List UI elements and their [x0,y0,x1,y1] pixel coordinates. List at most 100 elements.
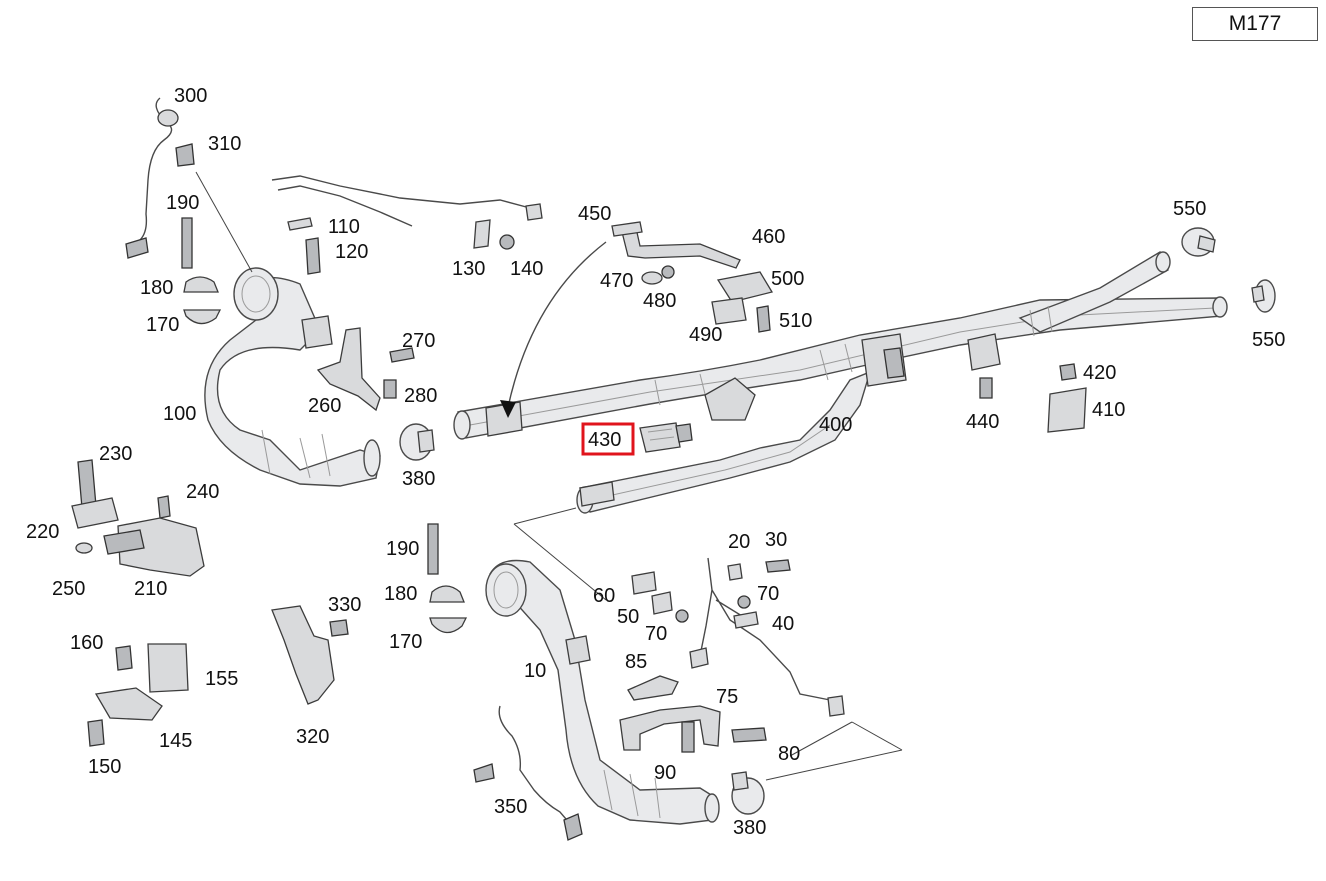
label-50: 50 [617,606,639,628]
bracket-75[interactable] [619,705,721,751]
rear-exhaust-pipe-400[interactable] [453,250,1228,514]
nut-70-right[interactable] [737,595,751,609]
grommet-310[interactable] [175,143,195,167]
front-pipe-100[interactable] [204,267,381,487]
label-180: 180 [140,277,173,299]
label-510: 510 [779,310,812,332]
clamp-550-right[interactable] [1251,279,1276,313]
shield-320[interactable] [271,605,335,705]
clamp-250[interactable] [75,542,93,554]
bracket-130[interactable] [473,219,491,249]
label-410: 410 [1092,399,1125,421]
front-pipe-10[interactable] [485,559,720,825]
bolt-150[interactable] [87,719,105,747]
bolt-160[interactable] [115,645,133,671]
label-220: 220 [26,521,59,543]
part-labels: 300 310 190 180 170 110 120 130 140 270 … [26,85,1285,839]
label-40: 40 [772,613,794,635]
label-180-lower: 180 [384,583,417,605]
label-240: 240 [186,481,219,503]
nut-70-left[interactable] [675,609,689,623]
bolt-30[interactable] [765,559,791,573]
label-380: 380 [402,468,435,490]
nut-140[interactable] [499,234,515,250]
clamp-180-lower[interactable] [429,585,465,603]
bracket-500[interactable] [716,271,774,303]
bolt-190-lower[interactable] [427,523,439,575]
engine-code-label: M177 [1228,12,1282,35]
clip-20[interactable] [727,563,743,581]
label-140: 140 [510,258,543,280]
bolt-90[interactable] [681,721,695,753]
label-60: 60 [593,585,615,607]
label-250: 250 [52,578,85,600]
clamp-170-upper[interactable] [183,309,222,325]
bolt-270[interactable] [389,347,415,363]
label-170-lower: 170 [389,631,422,653]
nut-480[interactable] [661,265,675,279]
clip-330[interactable] [329,619,349,637]
clamp-380-upper[interactable] [399,423,435,461]
clip-60[interactable] [631,571,657,595]
bolt-440[interactable] [979,377,993,399]
label-480: 480 [643,290,676,312]
bracket-85[interactable] [627,675,679,701]
bracket-145[interactable] [94,687,163,721]
clamp-380-lower[interactable] [731,771,765,815]
label-430: 430 [588,429,621,451]
nut-420[interactable] [1059,363,1077,381]
mount-410[interactable] [1047,387,1087,433]
label-310: 310 [208,133,241,155]
label-80: 80 [778,743,800,765]
nut-470[interactable] [641,271,663,285]
label-500: 500 [771,268,804,290]
clamp-180-upper[interactable] [183,276,219,293]
label-320: 320 [296,726,329,748]
clip-50[interactable] [651,591,673,615]
label-270: 270 [402,330,435,352]
sensor-220[interactable] [71,497,119,529]
bracket-260[interactable] [316,327,381,412]
label-70-right: 70 [757,583,779,605]
clamp-170-lower[interactable] [429,617,468,634]
label-350: 350 [494,796,527,818]
label-300: 300 [174,85,207,107]
bracket-155[interactable] [147,643,189,693]
label-145: 145 [159,730,192,752]
label-260: 260 [308,395,341,417]
sensor-430[interactable] [639,422,693,453]
label-190-lower: 190 [386,538,419,560]
label-450: 450 [578,203,611,225]
hanger-bracket[interactable] [967,333,1001,371]
connector-120[interactable] [305,237,321,275]
label-330: 330 [328,594,361,616]
engine-code-box: M177 [1192,7,1318,41]
label-440: 440 [966,411,999,433]
label-30: 30 [765,529,787,551]
label-20: 20 [728,531,750,553]
label-160: 160 [70,632,103,654]
o2-sensor-350[interactable] [498,705,573,827]
label-75: 75 [716,686,738,708]
bracket-490[interactable] [711,297,747,325]
label-470: 470 [600,270,633,292]
label-420: 420 [1083,362,1116,384]
clamp-550-top[interactable] [1181,227,1216,257]
bracket-460[interactable] [611,221,741,269]
label-460: 460 [752,226,785,248]
bolt-80[interactable] [731,727,767,743]
bolt-190-upper[interactable] [181,217,193,269]
bolt-280[interactable] [383,379,397,399]
bolt-510[interactable] [756,305,771,333]
label-70-left: 70 [645,623,667,645]
wire-harness[interactable] [699,557,831,701]
bolt-230[interactable] [77,459,97,509]
clip-40[interactable] [733,611,759,629]
pipe-line-110[interactable] [271,175,531,209]
label-10: 10 [524,660,546,682]
label-155: 155 [205,668,238,690]
highlight-box-430 [581,422,635,456]
bolt-240[interactable] [157,495,171,519]
label-210: 210 [134,578,167,600]
